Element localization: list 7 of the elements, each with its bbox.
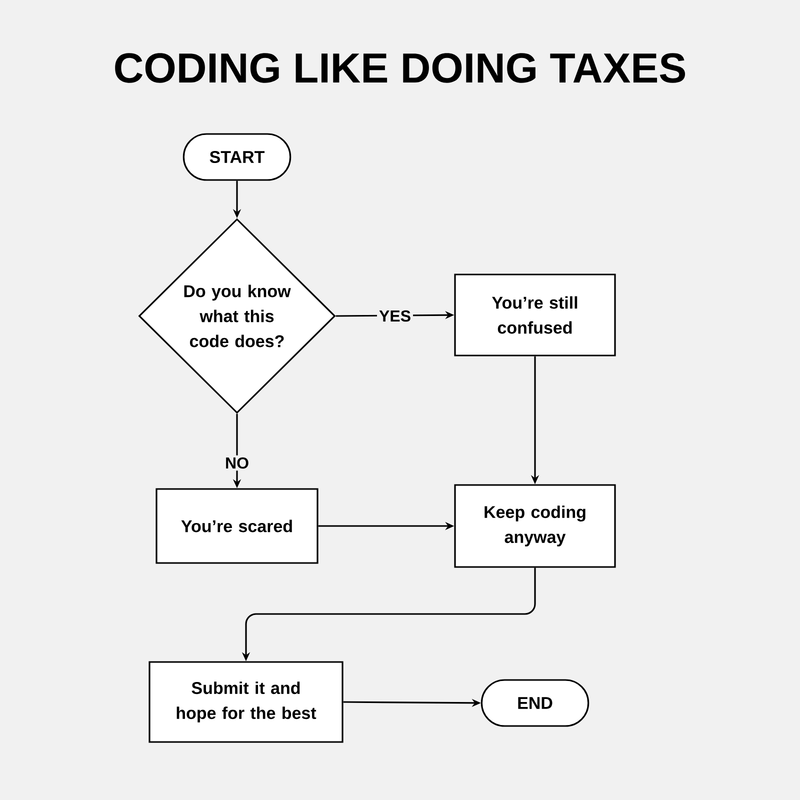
process-box: Submit it and hope for the best: [148, 661, 344, 743]
process-box: Keep coding anyway: [454, 484, 616, 568]
process-box: You’re scared: [156, 488, 318, 564]
title: CODING LIKE DOING TAXES: [115, 53, 686, 83]
edge-label: YES: [377, 308, 413, 324]
edge-label: NO: [223, 455, 251, 471]
process-box: You’re still confused: [454, 274, 616, 356]
